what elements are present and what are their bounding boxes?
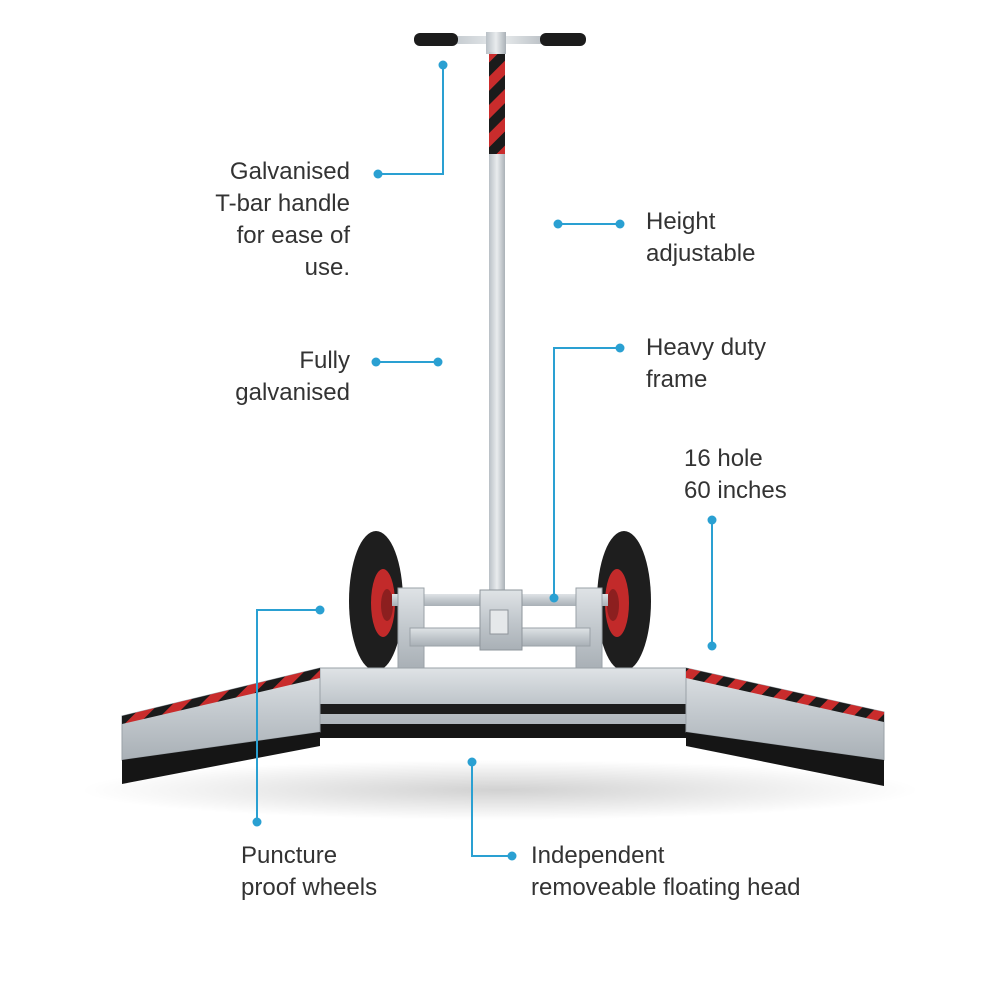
floating-head (121, 667, 885, 786)
callout-handle: Galvanised T-bar handle for ease of use. (215, 158, 350, 281)
t-bar-handle (414, 32, 586, 54)
callout-lines (256, 65, 713, 857)
callout-wheels: Puncture proof wheels (241, 842, 378, 901)
callout-line-head (471, 762, 512, 857)
callout-line-frame (553, 347, 620, 598)
handle-grip-left (414, 33, 458, 46)
hazard-stripe-pole (489, 54, 505, 154)
right-wheel (597, 531, 651, 671)
callout-height: Height adjustable (646, 208, 756, 267)
callout-line-handle (378, 65, 444, 175)
main-pole (489, 52, 505, 627)
frame (392, 587, 608, 669)
ground-shadow (80, 760, 920, 820)
hazard-stripe-right (686, 668, 884, 722)
callout-galvanised: Fully galvanised (235, 347, 350, 406)
callout-head: Independent removeable floating head (531, 842, 801, 901)
left-wheel (349, 531, 403, 671)
callout-dots (252, 60, 717, 861)
callout-hole: 16 hole 60 inches (684, 445, 787, 504)
callout-frame: Heavy duty frame (646, 334, 767, 393)
hazard-stripe-left (122, 668, 320, 724)
handle-grip-right (540, 33, 586, 46)
callout-line-wheels (256, 609, 320, 822)
